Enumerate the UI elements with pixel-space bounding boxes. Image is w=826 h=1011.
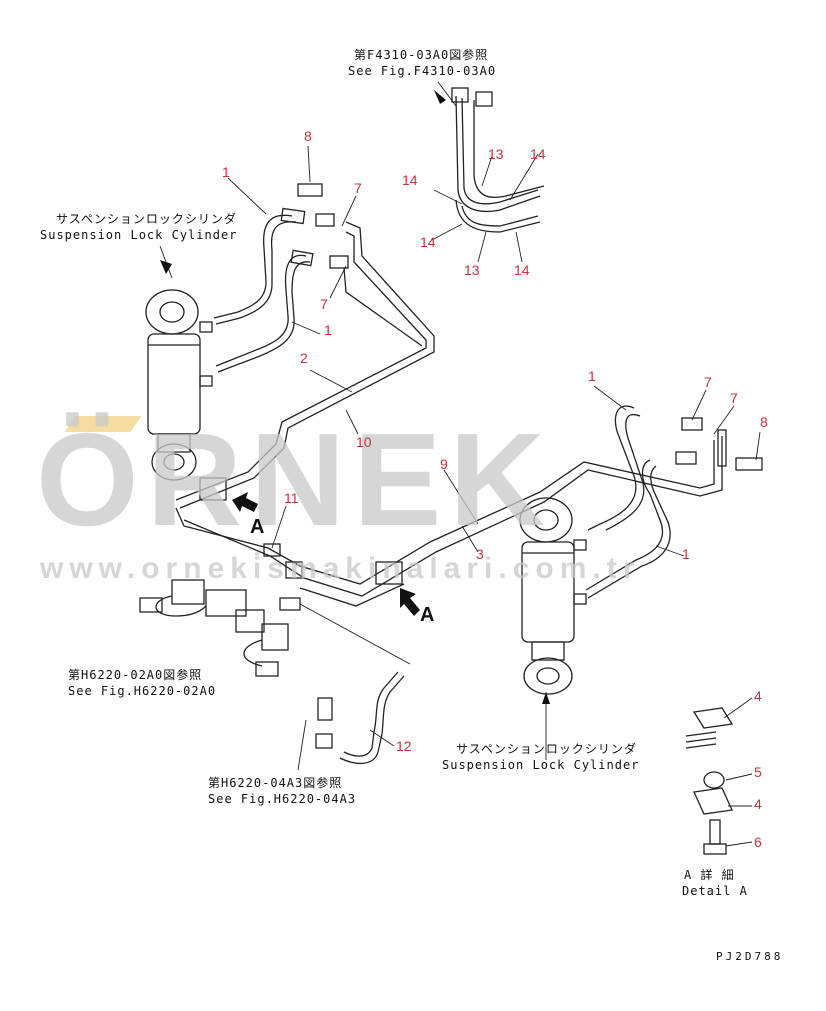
part-number: 5 [754,764,762,780]
section-a-arrows [160,90,550,704]
part-number: 7 [354,180,362,196]
leader-lines [159,81,761,847]
hose-12 [339,671,405,764]
part-number: 12 [396,738,412,754]
cylinder-right-en: Suspension Lock Cylinder [442,758,640,772]
detail-title-jp: A 詳 細 [684,868,735,882]
hose-1-left-lower [215,249,314,373]
part-number: 4 [754,688,762,704]
part-number: 8 [304,128,312,144]
hose-1-right [585,405,671,599]
ref-left-jp: 第H6220-02A0図参照 [68,668,203,682]
part-number: 10 [356,434,372,450]
hose-1-left-upper [213,207,306,325]
ref-top-jp: 第F4310-03A0図参照 [354,48,489,62]
tube-2-10 [175,221,435,509]
cylinder-left-jp: サスペンションロックシリンダ [56,212,237,226]
part-number: 14 [514,262,530,278]
hoses-13-14 [451,87,545,233]
part-number: 7 [704,374,712,390]
part-number: 1 [682,546,690,562]
tube-9-3 [175,436,723,607]
cylinder-left-en: Suspension Lock Cylinder [40,228,238,242]
section-mark-a-2: A [420,604,435,626]
watermark-url: www.orneki̇smakinalari.com.tr [40,552,641,585]
part-number: 7 [730,390,738,406]
part-number: 14 [530,146,546,162]
part-number: 1 [222,164,230,180]
part-number: 3 [476,546,484,562]
part-number: 11 [284,490,299,506]
ref-bottom-en: See Fig.H6220-04A3 [208,792,357,806]
part-number: 6 [754,834,762,850]
detail-a-parts [685,707,734,855]
part-number: 9 [440,456,448,472]
part-number: 13 [464,262,480,278]
valve-block [139,579,289,677]
part-number: 1 [324,322,332,338]
left-suspension-cylinder [145,289,213,481]
part-number: 13 [488,146,504,162]
fittings [199,183,763,749]
drawing-code: PJ2D788 [716,950,784,963]
part-number: 4 [754,796,762,812]
part-number: 1 [588,368,596,384]
section-mark-a-1: A [250,516,265,538]
part-number: 8 [760,414,768,430]
watermark-brand: ÖRNEK [36,406,553,553]
detail-title-en: Detail A [682,884,748,898]
part-number: 2 [300,350,308,366]
part-number: 14 [420,234,436,250]
cylinder-right-jp: サスペンションロックシリンダ [456,742,637,756]
part-number: 14 [402,172,418,188]
ref-left-en: See Fig.H6220-02A0 [68,684,217,698]
part-number: 7 [320,296,328,312]
ref-top-en: See Fig.F4310-03A0 [348,64,497,78]
ref-bottom-jp: 第H6220-04A3図参照 [208,776,343,790]
right-suspension-cylinder [519,497,587,695]
